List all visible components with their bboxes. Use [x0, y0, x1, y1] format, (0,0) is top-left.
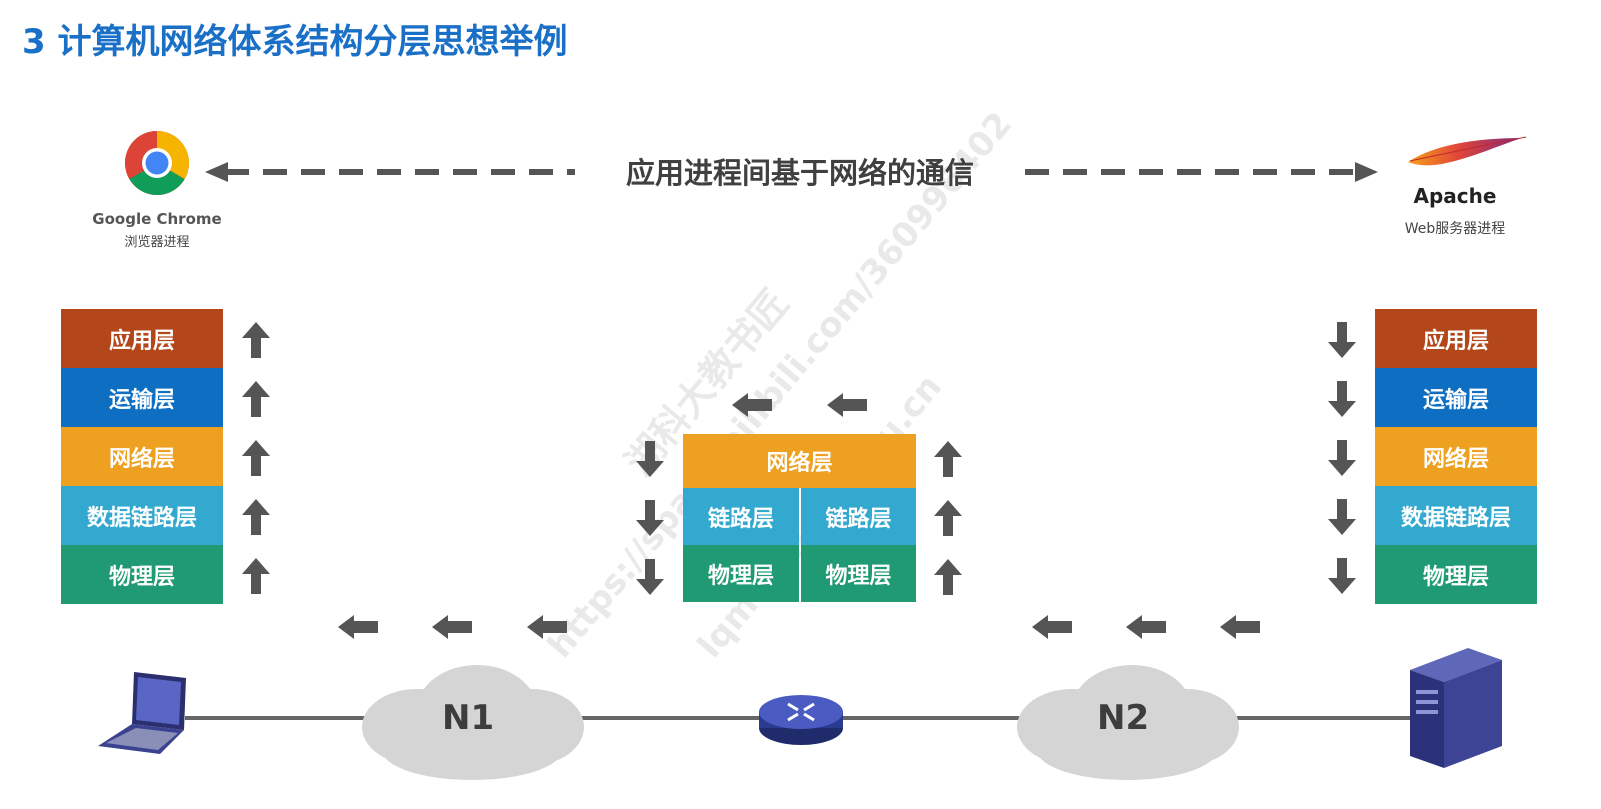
router-icon — [756, 690, 846, 750]
left-layer-application: 应用层 — [61, 309, 223, 368]
left-app-name: Google Chrome — [92, 210, 222, 228]
router-layer-phy-right: 物理层 — [801, 545, 916, 602]
left-layer-datalink: 数据链路层 — [61, 486, 223, 545]
router-layer-network: 网络层 — [683, 434, 916, 488]
right-layer-application: 应用层 — [1375, 309, 1537, 368]
router-layer-link-right: 链路层 — [801, 488, 916, 545]
left-layer-network: 网络层 — [61, 427, 223, 486]
left-layer-physical: 物理层 — [61, 545, 223, 604]
right-layer-physical: 物理层 — [1375, 545, 1537, 604]
right-layer-datalink: 数据链路层 — [1375, 486, 1537, 545]
router-layer-phy-left: 物理层 — [683, 545, 799, 602]
router-layer-link-left: 链路层 — [683, 488, 799, 545]
right-app-desc: Web服务器进程 — [1404, 221, 1506, 237]
apache-feather-icon — [1402, 128, 1532, 178]
left-layer-transport: 运输层 — [61, 368, 223, 427]
cloud-icon-n2 — [1012, 655, 1242, 785]
right-layer-transport: 运输层 — [1375, 368, 1537, 427]
cloud-icon-n1 — [357, 655, 587, 785]
laptop-icon — [90, 670, 200, 760]
router-stack: 网络层 链路层 链路层 物理层 物理层 — [683, 434, 916, 602]
chrome-icon — [124, 130, 190, 196]
left-stack: 应用层 运输层 网络层 数据链路层 物理层 — [61, 309, 223, 604]
right-app-name: Apache — [1413, 184, 1497, 208]
top-caption: 应用进程间基于网络的通信 — [625, 156, 974, 190]
right-layer-network: 网络层 — [1375, 427, 1537, 486]
cloud-label-n2: N2 — [1097, 698, 1150, 738]
page-title: 3 计算机网络体系结构分层思想举例 — [22, 22, 568, 62]
cloud-label-n1: N1 — [442, 698, 495, 738]
server-icon — [1408, 640, 1508, 770]
left-app-desc: 浏览器进程 — [124, 235, 190, 250]
right-stack: 应用层 运输层 网络层 数据链路层 物理层 — [1375, 309, 1537, 604]
